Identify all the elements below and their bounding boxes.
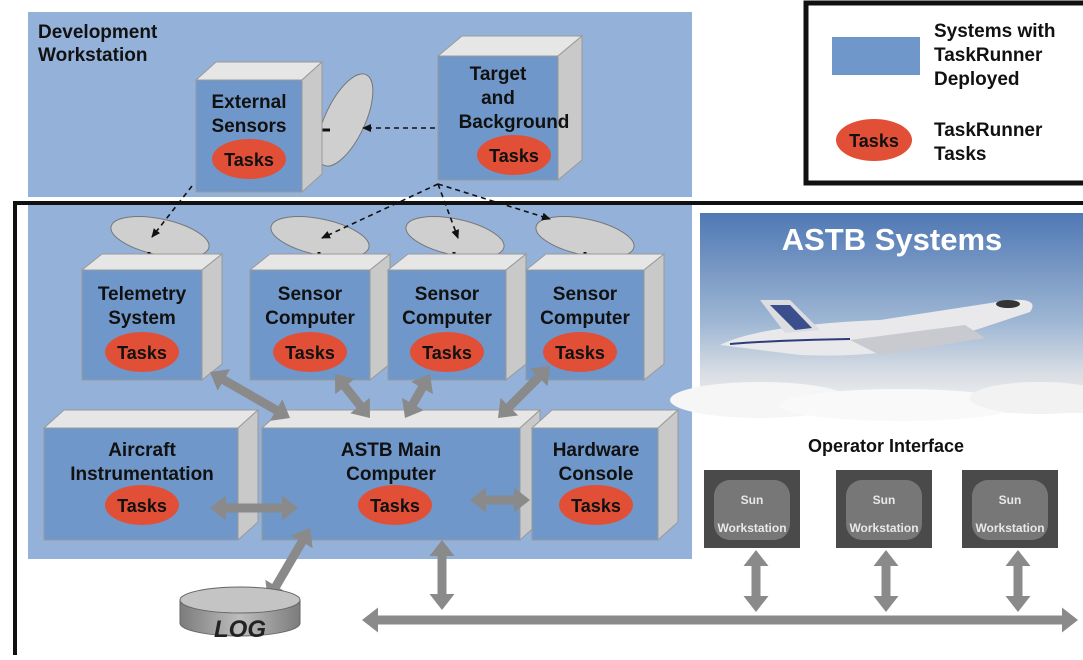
svg-text:Tasks: Tasks — [224, 150, 274, 170]
legend-deployed-line2: TaskRunner — [934, 45, 1043, 66]
node-sensor-computer-3: Sensor Computer Tasks — [524, 252, 666, 382]
node-sensor-computer-2: Sensor Computer Tasks — [386, 252, 528, 382]
data-arrows — [210, 366, 1078, 633]
svg-text:Tasks: Tasks — [117, 343, 167, 363]
svg-text:Telemetry: Telemetry — [98, 284, 187, 305]
svg-text:Sensors: Sensors — [212, 116, 287, 137]
legend-tasks-swatch — [836, 119, 912, 161]
arrow-sun3-bus — [1005, 550, 1031, 612]
svg-text:Sun: Sun — [999, 493, 1022, 507]
svg-text:Workstation: Workstation — [849, 521, 918, 535]
jet-illustration — [720, 299, 1033, 356]
svg-text:Workstation: Workstation — [975, 521, 1044, 535]
svg-text:Sun: Sun — [741, 493, 764, 507]
svg-text:Tasks: Tasks — [555, 343, 605, 363]
legend-deployed-swatch — [832, 37, 920, 75]
svg-text:Hardware: Hardware — [553, 440, 640, 461]
node-sensor-computer-1: Sensor Computer Tasks — [248, 252, 392, 382]
svg-text:Tasks: Tasks — [285, 343, 335, 363]
arrow-sensor1-main — [335, 374, 370, 418]
signal-arrows — [151, 124, 551, 239]
node-telemetry-system: Telemetry System Tasks — [80, 252, 224, 382]
svg-text:Tasks: Tasks — [489, 146, 539, 166]
arrow-sun2-bus — [873, 550, 899, 612]
svg-text:ASTB Main: ASTB Main — [341, 440, 441, 461]
svg-text:System: System — [108, 308, 176, 329]
legend-tasks-line2: Tasks — [934, 144, 986, 165]
svg-text:Computer: Computer — [265, 308, 355, 329]
svg-text:Console: Console — [559, 464, 634, 485]
arrow-sensor3-main — [498, 366, 550, 418]
operator-title: Operator Interface — [808, 436, 964, 456]
node-aircraft-instrumentation: Aircraft Instrumentation Tasks — [42, 408, 260, 542]
svg-text:Aircraft: Aircraft — [108, 440, 176, 461]
arrow-sensor2-main — [402, 374, 433, 418]
arrow-aircraft-main — [210, 495, 298, 521]
arrow-sun1-bus — [743, 550, 769, 612]
astb-frame — [13, 201, 1083, 655]
svg-text:Tasks: Tasks — [422, 343, 472, 363]
log-storage: LOG — [179, 586, 301, 643]
svg-text:Computer: Computer — [402, 308, 492, 329]
node-external-sensors: External Sensors Tasks — [194, 60, 324, 194]
svg-text:Tasks: Tasks — [117, 496, 167, 516]
svg-text:and: and — [481, 88, 515, 109]
arrow-main-bus — [429, 540, 455, 610]
legend-deployed-line1: Systems with — [934, 21, 1055, 42]
svg-text:Workstation: Workstation — [717, 521, 786, 535]
svg-text:External: External — [212, 92, 287, 113]
svg-text:Computer: Computer — [346, 464, 436, 485]
svg-text:Target: Target — [470, 64, 527, 85]
svg-text:Computer: Computer — [540, 308, 630, 329]
sun-workstation-1[interactable]: Sun Workstation — [704, 470, 800, 548]
arrow-telemetry-main — [210, 369, 290, 421]
svg-text:Sun: Sun — [873, 493, 896, 507]
svg-text:Sensor: Sensor — [415, 284, 480, 305]
node-astb-main-computer: ASTB Main Computer Tasks — [260, 408, 542, 542]
sun-workstation-3[interactable]: Sun Workstation — [962, 470, 1058, 548]
node-target-background: Target and Background Tasks — [436, 34, 584, 182]
arrow-main-log — [265, 528, 313, 600]
legend-tasks-line1: TaskRunner — [934, 120, 1043, 141]
svg-text:Background: Background — [459, 112, 570, 133]
sun-workstation-2[interactable]: Sun Workstation — [836, 470, 932, 548]
legend-tasks-badge: Tasks — [849, 131, 899, 151]
legend-deployed-line3: Deployed — [934, 69, 1020, 90]
astb-photo: ASTB Systems — [670, 213, 1083, 421]
legend-box: Systems with TaskRunner Deployed Tasks T… — [803, 0, 1083, 186]
svg-text:Tasks: Tasks — [571, 496, 621, 516]
network-bus — [362, 607, 1078, 633]
node-hardware-console: Hardware Console Tasks — [530, 408, 680, 542]
arrow-main-hardware — [470, 487, 530, 513]
dev-workstation-label-2: Workstation — [38, 45, 147, 66]
astb-title: ASTB Systems — [782, 222, 1003, 257]
svg-text:Tasks: Tasks — [370, 496, 420, 516]
svg-text:Sensor: Sensor — [278, 284, 343, 305]
svg-text:Instrumentation: Instrumentation — [70, 464, 214, 485]
svg-text:Sensor: Sensor — [553, 284, 618, 305]
log-label: LOG — [214, 616, 266, 643]
dev-workstation-label-1: Development — [38, 22, 158, 43]
